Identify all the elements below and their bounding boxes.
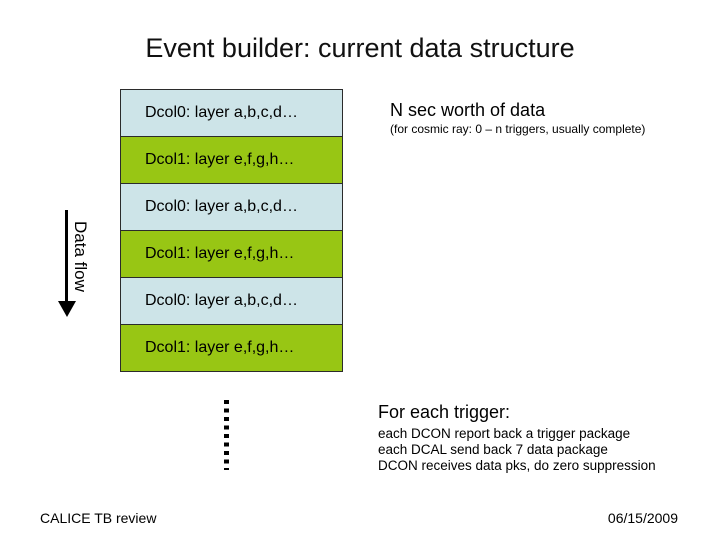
stack-row-label: Dcol1: layer e,f,g,h… [145,339,295,356]
data-flow-arrowhead-icon [58,301,76,317]
stack-row: Dcol0: layer a,b,c,d… [120,277,343,325]
trigger-detail-lines: each DCON report back a trigger package … [378,426,656,474]
stack-row-label: Dcol1: layer e,f,g,h… [145,245,295,262]
trigger-detail-line: each DCON report back a trigger package [378,426,631,441]
stack-row-label: Dcol1: layer e,f,g,h… [145,151,295,168]
stack-row-label: Dcol0: layer a,b,c,d… [145,104,298,121]
stack-row: Dcol1: layer e,f,g,h… [120,324,343,372]
slide-title: Event builder: current data structure [145,33,575,63]
footer-date: 06/15/2009 [607,510,678,526]
data-flow-label: Data flow [71,221,90,292]
stack-row: Dcol1: layer e,f,g,h… [120,230,343,278]
trigger-heading: For each trigger: [378,402,511,422]
dotted-connector-line [224,400,229,470]
footer-review-label: CALICE TB review [40,510,157,526]
stack-row: Dcol0: layer a,b,c,d… [120,89,343,137]
stack-row: Dcol1: layer e,f,g,h… [120,136,343,184]
stack-row: Dcol0: layer a,b,c,d… [120,183,343,231]
stack-row-label: Dcol0: layer a,b,c,d… [145,292,298,309]
dcol-stack: Dcol0: layer a,b,c,d… Dcol1: layer e,f,g… [120,89,343,372]
trigger-detail-line: DCON receives data pks, do zero suppress… [378,458,656,473]
n-sec-heading: N sec worth of data [390,100,546,120]
trigger-detail-line: each DCAL send back 7 data package [378,442,608,457]
data-flow-arrow-line [65,210,68,302]
stack-row-label: Dcol0: layer a,b,c,d… [145,198,298,215]
n-sec-subtext: (for cosmic ray: 0 – n triggers, usually… [390,122,646,136]
